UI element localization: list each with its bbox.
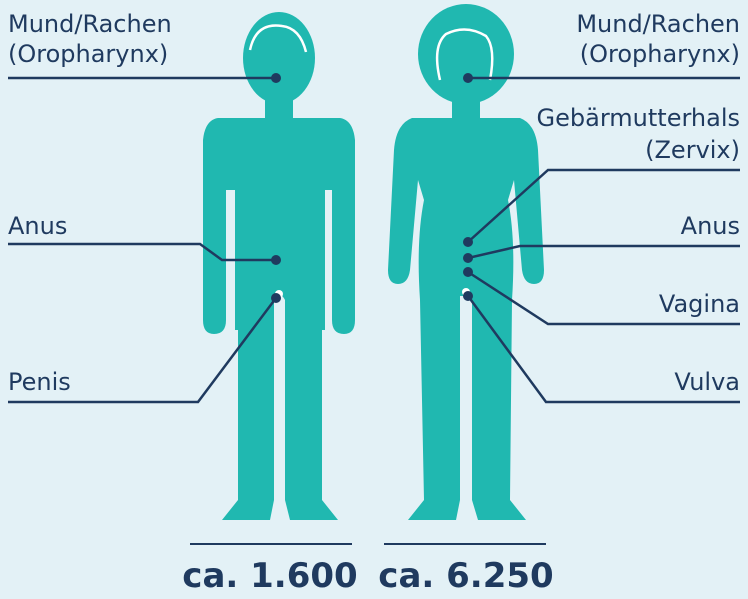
male-mouth-dot (271, 73, 281, 83)
male-mouth-label-line2: (Oropharynx) (8, 40, 168, 68)
female-head (418, 4, 514, 104)
female-vagina-label: Vagina (659, 290, 740, 318)
female-mouth-dot (463, 73, 473, 83)
female-cervix-dot (463, 237, 473, 247)
female-vagina-dot (463, 267, 473, 277)
female-cervix-label-line2: (Zervix) (645, 136, 740, 164)
male-anus-dot (271, 255, 281, 265)
male-count: ca. 1.600 (180, 556, 360, 596)
female-vulva-dot (463, 291, 473, 301)
male-penis-dot (271, 293, 281, 303)
female-mouth-label-line2: (Oropharynx) (580, 40, 740, 68)
male-penis-label: Penis (8, 368, 71, 396)
female-cervix-label-line1: Gebärmutterhals (537, 104, 740, 132)
female-torso (388, 118, 544, 520)
female-count: ca. 6.250 (376, 556, 556, 596)
female-anus-dot (463, 253, 473, 263)
female-mouth-label-line1: Mund/Rachen (576, 10, 740, 38)
female-anus-label: Anus (681, 212, 740, 240)
male-neck (265, 96, 293, 120)
female-vulva-label: Vulva (674, 368, 740, 396)
male-mouth-label-line1: Mund/Rachen (8, 10, 172, 38)
male-anus-label: Anus (8, 212, 67, 240)
male-figure (203, 12, 355, 520)
male-torso (203, 118, 355, 520)
female-neck (452, 98, 480, 120)
